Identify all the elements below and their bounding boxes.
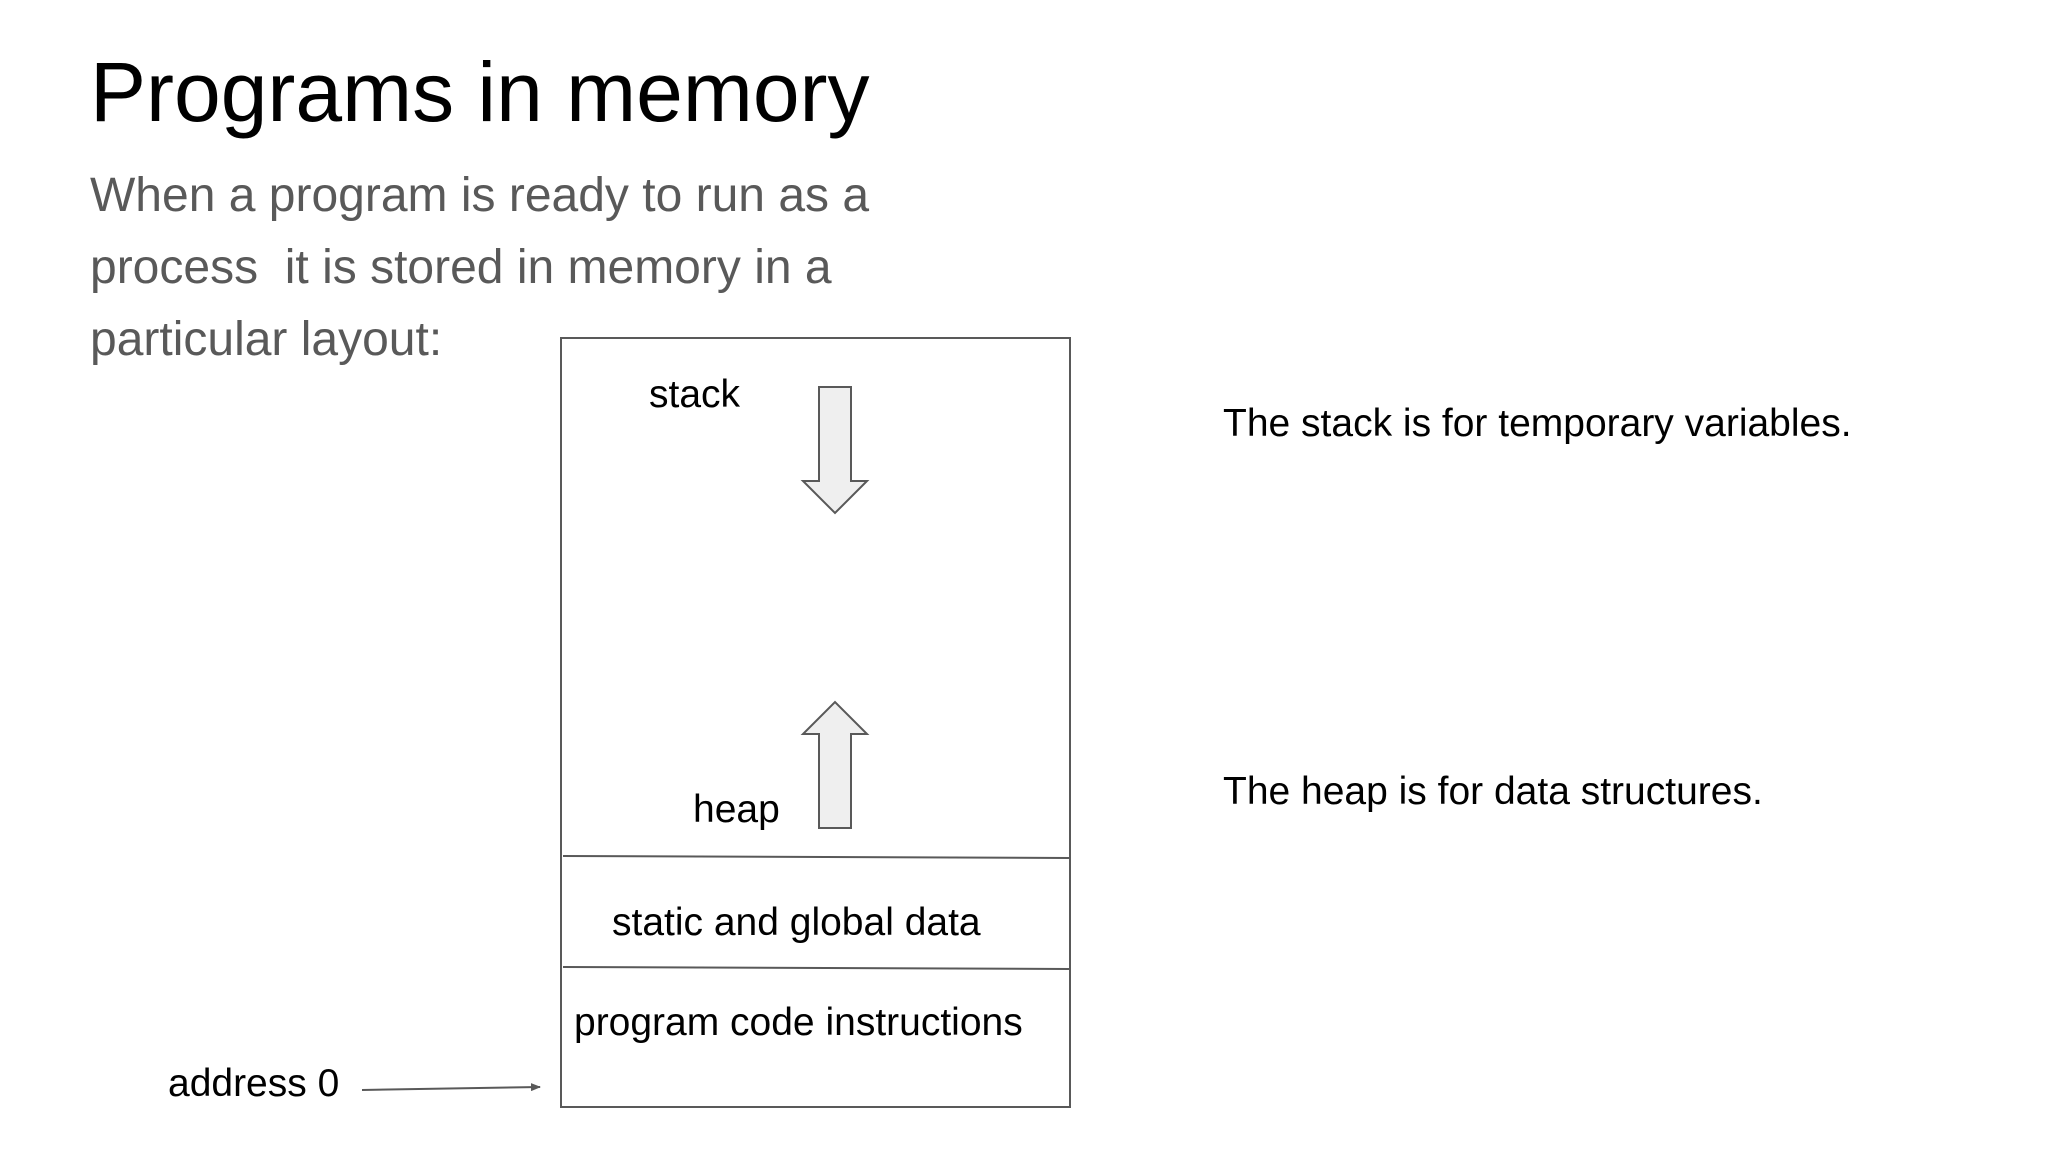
heap-static-divider — [562, 855, 1070, 859]
heap-label: heap — [693, 788, 780, 831]
intro-line: When a program is ready to run as a — [90, 169, 870, 222]
static-code-divider — [562, 966, 1070, 970]
stack-down-arrow-icon — [800, 386, 870, 515]
intro-text: When a program is ready to run as a proc… — [90, 160, 869, 376]
code-label: program code instructions — [574, 1001, 1023, 1044]
heap-note: The heap is for data structures. — [1223, 770, 1763, 813]
intro-line: particular layout: — [90, 313, 443, 366]
static-data-label: static and global data — [612, 901, 981, 944]
stack-note: The stack is for temporary variables. — [1223, 402, 1852, 445]
slide-title: Programs in memory — [90, 45, 870, 139]
memory-box — [560, 337, 1071, 1108]
intro-line: process it is stored in memory in a — [90, 241, 832, 294]
address-zero-label: address 0 — [168, 1062, 340, 1105]
heap-up-arrow-icon — [800, 700, 870, 829]
address-pointer-arrow-icon — [361, 1083, 541, 1092]
stack-label: stack — [649, 373, 741, 416]
